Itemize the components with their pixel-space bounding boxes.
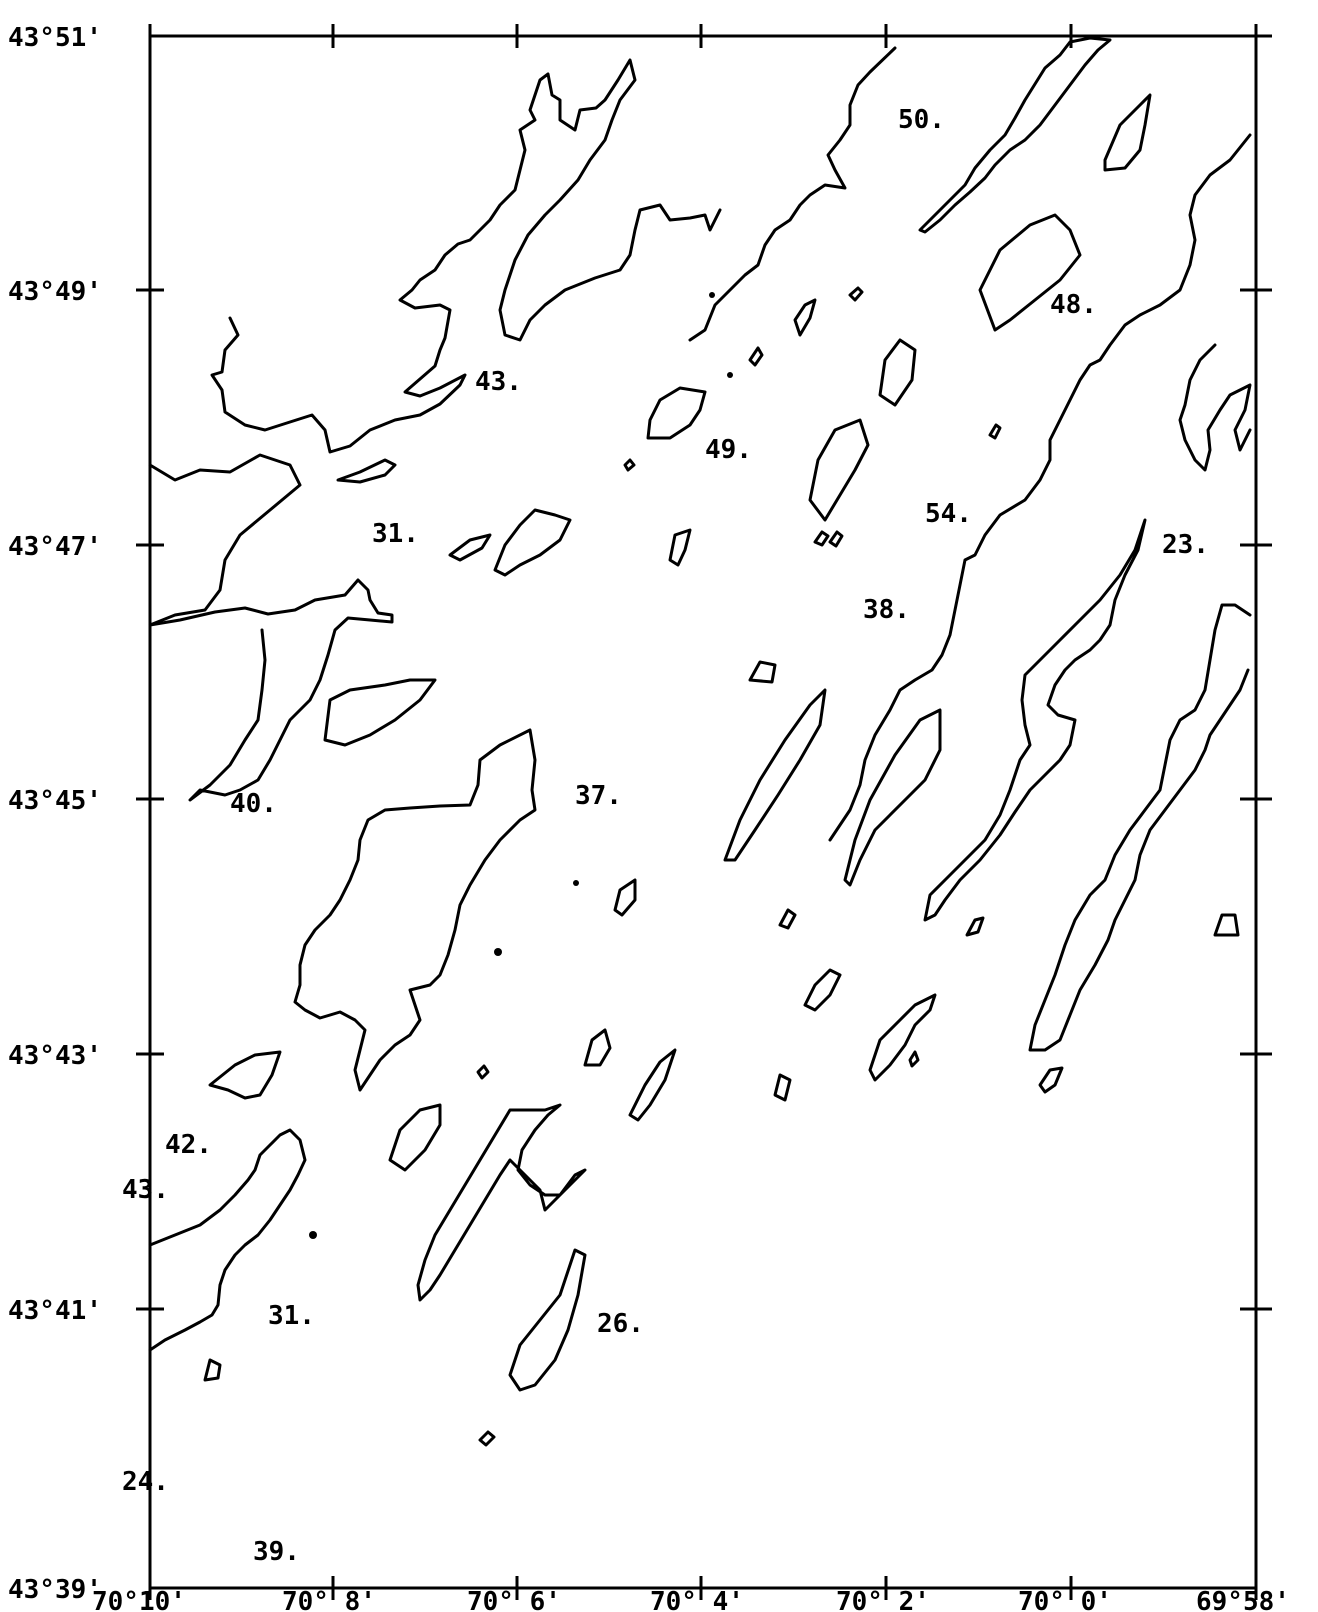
island [208,1050,282,1100]
sounding-label: 40. [230,789,277,819]
lat-label: 43°39' [8,1575,102,1605]
lon-label: 70° 2' [836,1587,930,1612]
rock [309,1231,317,1239]
island [493,508,572,577]
island [988,423,1002,440]
island [778,908,797,930]
sounding-label: 37. [575,781,622,811]
lon-label: 70°10' [92,1587,186,1612]
lat-label: 43°47' [8,532,102,562]
lon-label: 70° 4' [650,1587,744,1612]
east-peninsula-b [1028,603,1252,1052]
west-peninsula-lower [148,1128,307,1352]
island [773,1073,792,1102]
island [476,1064,490,1080]
sounding-label: 43. [475,367,522,397]
island [748,660,777,684]
island [908,1050,920,1068]
island [583,1028,612,1067]
sounding-label: 23. [1162,530,1209,560]
island [628,1048,677,1122]
sounding-label: 31. [268,1301,315,1331]
island [388,1103,442,1172]
lat-label: 43°49' [8,277,102,307]
island [646,386,707,440]
island [878,338,917,407]
lat-label: 43°51' [8,23,102,53]
lower-west-island-chain [416,1103,587,1302]
large-central-island [293,728,537,1092]
island [613,878,637,917]
island [323,678,437,747]
sounding-label: 31. [372,519,419,549]
island [808,418,870,522]
east-peninsula-a [923,518,1147,922]
sounding-label: 42. [165,1130,212,1160]
island [623,458,636,472]
lat-label: 43°41' [8,1296,102,1326]
rock [709,292,715,298]
island [1103,93,1152,172]
island [978,213,1082,332]
island [868,993,937,1082]
east-mainland-shore [828,133,1252,842]
island [848,286,864,302]
sounding-label: 43. [122,1175,169,1205]
lat-label: 43°45' [8,786,102,816]
longitude-labels: 70°10' 70° 8' 70° 6' 70° 4' 70° 2' 70° 0… [92,1587,1290,1612]
island [448,533,492,562]
island [828,530,844,548]
harbor-north-shore [210,58,722,454]
sounding-label: 39. [253,1537,300,1567]
island [965,916,985,937]
small-islands [203,93,1240,1447]
island [336,458,397,484]
lat-label: 43°43' [8,1041,102,1071]
axis-ticks [136,24,1272,1600]
upper-channel-shore [688,46,897,342]
island [668,528,692,567]
sounding-label: 48. [1050,290,1097,320]
sounding-label: 49. [705,435,752,465]
rock [573,880,579,886]
rock [727,372,733,378]
lon-label: 70° 0' [1018,1587,1112,1612]
sounding-label: 26. [597,1309,644,1339]
island [843,708,942,887]
island [1038,1066,1064,1094]
island [748,346,764,367]
latitude-labels: 43°51' 43°49' 43°47' 43°45' 43°43' 43°41… [8,23,102,1605]
island [813,530,830,547]
sounding-label: 54. [925,499,972,529]
island [723,688,827,862]
lon-label: 69°58' [1196,1587,1290,1612]
island [1213,913,1240,937]
island [478,1430,496,1447]
island [203,1358,222,1382]
west-shore-middle [148,578,394,802]
long-peninsula-north [918,36,1112,234]
depth-soundings: 50. 48. 43. 49. 54. 31. 23. 38. 40. 37. … [122,105,1209,1567]
mainland-west-coast [148,453,302,627]
island [508,1248,587,1392]
lon-label: 70° 8' [282,1587,376,1612]
sounding-label: 50. [898,105,945,135]
island [803,968,842,1012]
map-frame [148,34,1258,1590]
sounding-label: 38. [863,595,910,625]
lon-label: 70° 6' [467,1587,561,1612]
rock [494,948,502,956]
east-peninsula-c [1178,343,1252,472]
sounding-label: 24. [122,1467,169,1497]
island [793,298,817,337]
coastlines [148,36,1252,1352]
